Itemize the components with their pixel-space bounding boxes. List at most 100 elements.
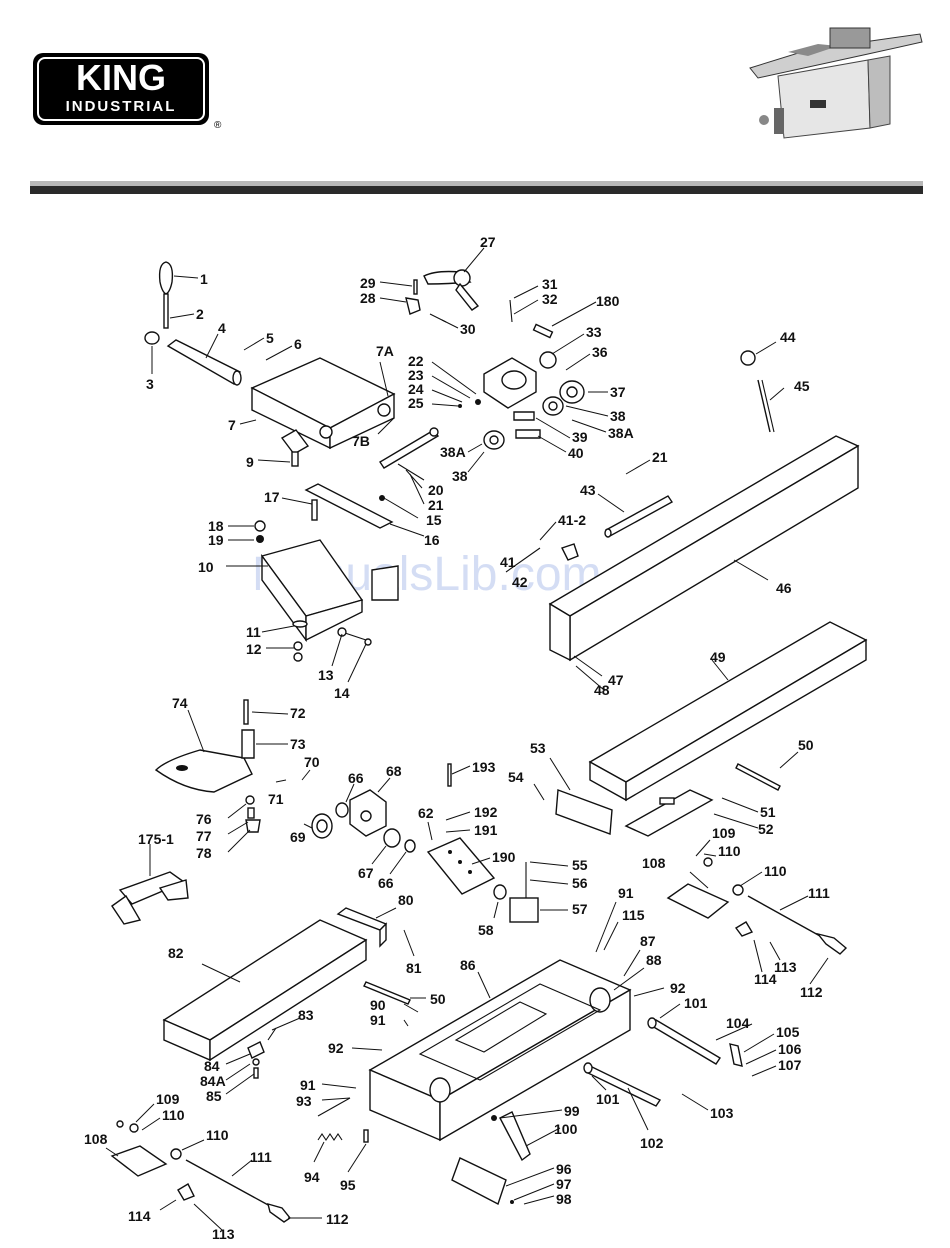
label-20: 20 bbox=[428, 482, 444, 498]
label-54: 54 bbox=[508, 769, 524, 785]
label-19: 19 bbox=[208, 532, 224, 548]
label-24: 24 bbox=[408, 381, 424, 397]
fence-plate-drawing bbox=[260, 539, 399, 662]
label-30: 30 bbox=[460, 321, 476, 337]
label-113b: 113 bbox=[212, 1226, 235, 1242]
label-38b: 38 bbox=[452, 468, 468, 484]
label-16: 16 bbox=[424, 532, 440, 548]
rail-drawing bbox=[254, 483, 394, 543]
label-113a: 113 bbox=[774, 959, 797, 975]
label-55: 55 bbox=[572, 857, 588, 873]
label-56: 56 bbox=[572, 875, 588, 891]
infeed-table-82-drawing bbox=[162, 919, 368, 1062]
label-33: 33 bbox=[586, 324, 602, 340]
header-rule bbox=[30, 181, 923, 194]
label-67: 67 bbox=[358, 865, 374, 881]
brand-name: KING bbox=[76, 57, 166, 98]
handle-knob-drawing bbox=[158, 261, 174, 329]
label-62: 62 bbox=[418, 805, 434, 821]
parts-28-30-drawing bbox=[405, 279, 447, 323]
label-99: 99 bbox=[564, 1103, 580, 1119]
label-102: 102 bbox=[640, 1135, 664, 1151]
label-48: 48 bbox=[594, 682, 610, 698]
label-74: 74 bbox=[172, 695, 188, 711]
label-96: 96 bbox=[556, 1161, 572, 1177]
parts-84-85-drawing bbox=[247, 1027, 277, 1079]
label-40: 40 bbox=[568, 445, 584, 461]
label-52: 52 bbox=[758, 821, 774, 837]
label-105: 105 bbox=[776, 1024, 800, 1040]
label-18: 18 bbox=[208, 518, 224, 534]
label-88: 88 bbox=[646, 952, 662, 968]
label-4: 4 bbox=[218, 320, 226, 336]
bracket-80-drawing bbox=[336, 907, 388, 948]
label-114b: 114 bbox=[128, 1208, 151, 1224]
label-41: 41 bbox=[500, 554, 516, 570]
label-108a: 108 bbox=[642, 855, 666, 871]
label-10: 10 bbox=[198, 559, 214, 575]
label-25: 25 bbox=[408, 395, 424, 411]
label-6: 6 bbox=[294, 336, 302, 352]
label-83: 83 bbox=[298, 1007, 314, 1023]
label-46: 46 bbox=[776, 580, 792, 596]
base-86-drawing bbox=[368, 959, 632, 1142]
label-108b: 108 bbox=[84, 1131, 108, 1147]
label-85: 85 bbox=[206, 1088, 222, 1104]
label-51: 51 bbox=[760, 804, 776, 820]
cutterhead-190-drawing bbox=[426, 763, 507, 900]
label-82: 82 bbox=[168, 945, 184, 961]
label-41-2: 41-2 bbox=[558, 512, 586, 528]
label-38A-a: 38A bbox=[608, 425, 634, 441]
label-13: 13 bbox=[318, 667, 334, 683]
label-1: 1 bbox=[200, 271, 208, 287]
fence-46-drawing bbox=[548, 435, 860, 662]
leader-lines bbox=[105, 247, 829, 1231]
label-39: 39 bbox=[572, 429, 588, 445]
bracket-52-drawing bbox=[624, 789, 714, 837]
label-2: 2 bbox=[196, 306, 204, 322]
label-77: 77 bbox=[196, 828, 212, 844]
label-44: 44 bbox=[780, 329, 796, 345]
label-22: 22 bbox=[408, 353, 424, 369]
label-69: 69 bbox=[290, 829, 306, 845]
label-112a: 112 bbox=[800, 984, 823, 1000]
label-103: 103 bbox=[710, 1105, 734, 1121]
label-109a: 109 bbox=[712, 825, 736, 841]
rods-102-104-drawing bbox=[583, 1017, 743, 1107]
label-84A: 84A bbox=[200, 1073, 226, 1089]
spring-94-drawing bbox=[317, 1097, 369, 1143]
label-9: 9 bbox=[246, 454, 254, 470]
label-81: 81 bbox=[406, 960, 422, 976]
label-101b: 101 bbox=[596, 1091, 620, 1107]
label-110c: 110 bbox=[162, 1107, 185, 1123]
outfeed-table-49-drawing bbox=[588, 621, 868, 802]
label-36: 36 bbox=[592, 344, 608, 360]
label-180: 180 bbox=[596, 293, 620, 309]
shaft-drawing bbox=[144, 331, 242, 386]
rule-light bbox=[30, 181, 923, 186]
label-57: 57 bbox=[572, 901, 588, 917]
label-91c: 91 bbox=[300, 1077, 316, 1093]
label-76: 76 bbox=[196, 811, 212, 827]
label-21a: 21 bbox=[428, 497, 444, 513]
label-15: 15 bbox=[426, 512, 442, 528]
label-110b: 110 bbox=[764, 863, 787, 879]
label-50a: 50 bbox=[798, 737, 814, 753]
label-175-1: 175-1 bbox=[138, 831, 174, 847]
label-12: 12 bbox=[246, 641, 262, 657]
king-industrial-logo: KING INDUSTRIAL ® bbox=[33, 53, 222, 131]
label-98: 98 bbox=[556, 1191, 572, 1207]
label-110d: 110 bbox=[206, 1127, 229, 1143]
rod-50-lower-drawing bbox=[363, 981, 411, 1005]
label-53: 53 bbox=[530, 740, 546, 756]
label-86: 86 bbox=[460, 957, 476, 973]
label-111a: 111 bbox=[808, 885, 830, 901]
label-7B: 7B bbox=[352, 433, 370, 449]
label-84: 84 bbox=[204, 1058, 220, 1074]
stand-175-1-drawing bbox=[111, 871, 189, 925]
label-38A-b: 38A bbox=[440, 444, 466, 460]
label-100: 100 bbox=[554, 1121, 578, 1137]
label-29: 29 bbox=[360, 275, 376, 291]
label-106: 106 bbox=[778, 1041, 802, 1057]
label-42: 42 bbox=[512, 574, 528, 590]
